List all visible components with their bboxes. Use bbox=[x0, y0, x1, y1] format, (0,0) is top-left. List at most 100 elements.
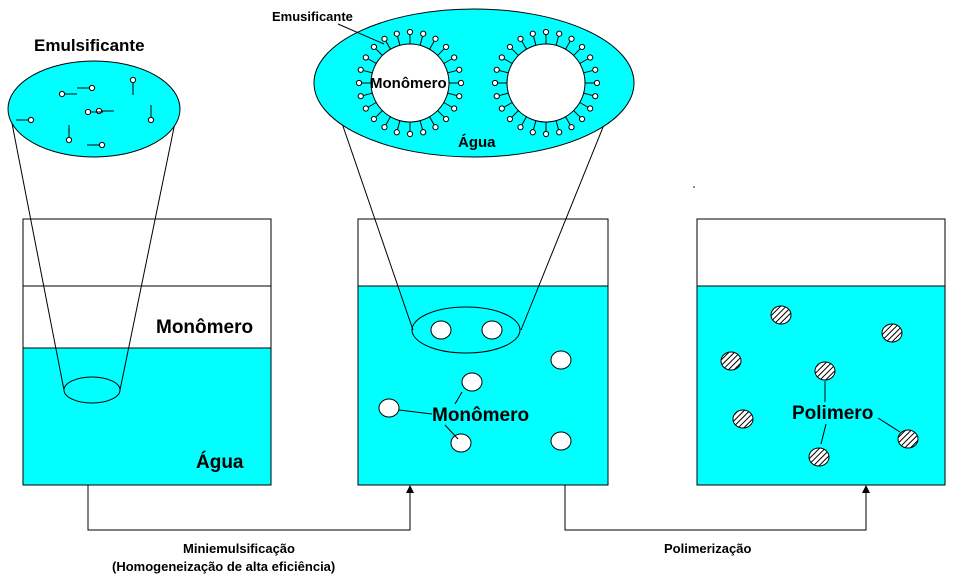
surfactant-molecule bbox=[573, 110, 586, 123]
surfactant-molecule bbox=[491, 79, 507, 87]
surfactant-molecule bbox=[406, 122, 414, 138]
monomer-droplet bbox=[461, 372, 483, 392]
polymer-particle bbox=[770, 305, 792, 325]
surfactant-molecule bbox=[565, 116, 575, 131]
inset-2-water-label: Água bbox=[458, 134, 496, 151]
surfactant-molecule bbox=[406, 28, 414, 44]
inset-1-emulsifier: Emulsificante bbox=[7, 36, 181, 158]
surfactant-molecule bbox=[381, 116, 391, 131]
arrow-up-icon bbox=[862, 485, 870, 493]
polymer-particle bbox=[897, 429, 919, 449]
inset-2-monomer-label: Monômero bbox=[370, 75, 447, 92]
monomer-droplet bbox=[550, 431, 572, 451]
monomer-droplet bbox=[550, 350, 572, 370]
surfactant-molecule bbox=[147, 105, 155, 124]
beaker-3-leader-lines bbox=[820, 381, 901, 445]
monomer-droplet bbox=[450, 433, 472, 453]
polymer-particle bbox=[808, 447, 830, 467]
surfactant-molecule bbox=[555, 30, 563, 46]
surfactant-molecule bbox=[565, 35, 575, 50]
surfactant-molecule bbox=[493, 92, 509, 100]
surfactant-molecule bbox=[493, 66, 509, 74]
surfactant-molecule bbox=[498, 54, 513, 64]
surfactant-molecule bbox=[517, 116, 527, 131]
surfactant-molecule bbox=[506, 110, 519, 123]
surfactant-molecule bbox=[583, 66, 599, 74]
beaker-3-polymer-particles bbox=[720, 305, 919, 467]
beaker-2-monomer-label: Monômero bbox=[432, 405, 529, 426]
surfactant-molecule bbox=[542, 122, 550, 138]
beaker-2-water bbox=[358, 286, 608, 485]
surfactant-molecule bbox=[84, 108, 103, 116]
step-2-label: Polimerização bbox=[664, 541, 751, 556]
surfactant-molecule bbox=[58, 90, 77, 98]
polymer-particle bbox=[732, 409, 754, 429]
surfactant-molecule bbox=[362, 54, 377, 64]
beaker-1-water bbox=[23, 348, 271, 485]
surfactant-molecule bbox=[419, 30, 427, 46]
inset-2-emulsifier-pointer bbox=[337, 23, 385, 45]
inset-1-ellipse bbox=[7, 60, 181, 158]
surfactant-molecule bbox=[447, 66, 463, 74]
surfactant-molecule bbox=[355, 79, 371, 87]
surfactant-molecule bbox=[357, 92, 373, 100]
polymer-particle bbox=[720, 351, 742, 371]
zoom-cone-1-right bbox=[119, 107, 179, 391]
surfactant-molecule bbox=[443, 54, 458, 64]
step-1-label-line-2: (Homogeneização de alta eficiência) bbox=[112, 559, 335, 574]
beaker-3: Polimero bbox=[696, 218, 946, 486]
inset-1-surfactants bbox=[16, 76, 155, 149]
surfactant-molecule bbox=[542, 28, 550, 44]
process-arrow-1 bbox=[87, 485, 414, 531]
beaker-1-water-label: Água bbox=[196, 451, 244, 473]
surfactant-molecule bbox=[579, 54, 594, 64]
surfactant-molecule bbox=[449, 79, 465, 87]
surfactant-molecule bbox=[437, 110, 450, 123]
inset-2-surfactant-shells bbox=[355, 28, 601, 138]
surfactant-molecule bbox=[573, 43, 586, 56]
surfactant-molecule bbox=[393, 30, 401, 46]
inset-2-droplets: Monômero Água Emusificante bbox=[272, 8, 635, 158]
surfactant-molecule bbox=[16, 116, 35, 124]
beaker-2: Monômero bbox=[357, 218, 609, 486]
beaker-2-leader-lines bbox=[398, 391, 463, 440]
beaker-1-outline bbox=[22, 218, 272, 486]
surfactant-molecule bbox=[529, 30, 537, 46]
beaker-3-polymer-label: Polimero bbox=[792, 403, 873, 424]
arrow-up-icon bbox=[406, 485, 414, 493]
surfactant-molecule bbox=[370, 43, 383, 56]
surfactant-molecule bbox=[506, 43, 519, 56]
inset-1-title: Emulsificante bbox=[34, 36, 145, 55]
surfactant-molecule bbox=[429, 116, 439, 131]
polymer-particle bbox=[814, 361, 836, 381]
surfactant-molecule bbox=[77, 84, 96, 92]
surfactant-molecule bbox=[129, 76, 137, 95]
inset-2-emulsifier-label: Emusificante bbox=[272, 9, 353, 24]
monomer-droplet bbox=[378, 398, 400, 418]
zoom-cone-1-left bbox=[8, 107, 65, 391]
surfactant-molecule bbox=[419, 120, 427, 136]
zoom-droplet-right bbox=[481, 320, 503, 340]
zoom-droplet-left bbox=[430, 320, 452, 340]
beaker-2-outline bbox=[357, 218, 609, 486]
surfactant-molecule bbox=[357, 66, 373, 74]
surfactant-molecule bbox=[393, 120, 401, 136]
surfactant-molecule bbox=[370, 110, 383, 123]
polymer-particle bbox=[881, 323, 903, 343]
step-1-label-line-1: Miniemulsificação bbox=[183, 541, 295, 556]
micelle-right bbox=[506, 43, 586, 123]
process-arrow-2 bbox=[564, 485, 870, 531]
surfactant-molecule bbox=[87, 141, 106, 149]
surfactant-molecule bbox=[429, 35, 439, 50]
surfactant-molecule bbox=[555, 120, 563, 136]
surfactant-molecule bbox=[437, 43, 450, 56]
surfactant-molecule bbox=[381, 35, 391, 50]
zoom-cone-2-left bbox=[333, 99, 414, 331]
surfactant-molecule bbox=[583, 92, 599, 100]
beaker-2-droplets bbox=[378, 350, 572, 453]
surfactant-molecule bbox=[529, 120, 537, 136]
surfactant-molecule bbox=[447, 92, 463, 100]
surfactant-molecule bbox=[579, 102, 594, 112]
zoom-cone-2-right bbox=[520, 99, 615, 331]
